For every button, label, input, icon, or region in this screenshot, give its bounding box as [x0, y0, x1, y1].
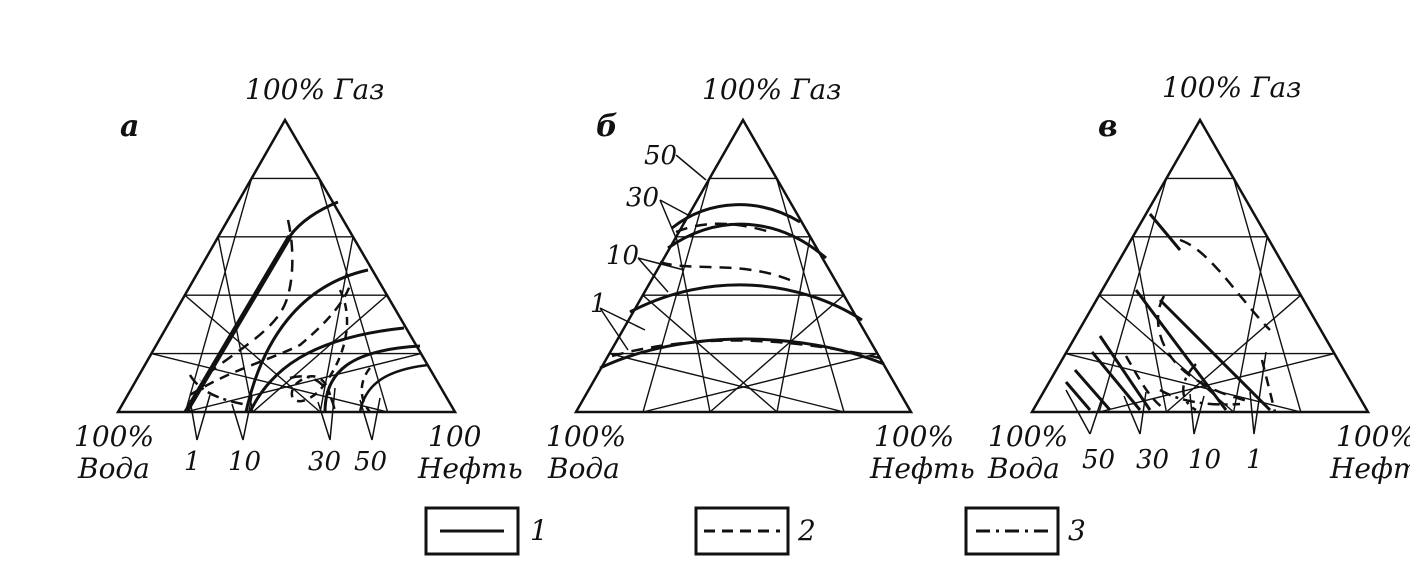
curve-dashed-a4	[360, 367, 371, 413]
curve-dashed-c1	[1179, 238, 1271, 331]
curve-label-b-1: 30	[626, 183, 659, 213]
triangle-outline	[573, 117, 914, 414]
grid-line-diagonal	[1232, 236, 1268, 413]
triangle-grid-b	[573, 117, 914, 414]
curve-solid-a2	[244, 268, 369, 413]
apex-label-c: 100% Газ	[1162, 71, 1301, 104]
curve-label-b-2: 10	[606, 241, 639, 271]
curve-dashdot-c2	[1159, 388, 1241, 406]
curve-solid-thick-a	[183, 234, 293, 414]
grid-line-diagonal	[318, 178, 389, 413]
legend-box-dashdot	[964, 506, 1060, 556]
grid-line-diagonal	[776, 236, 811, 413]
legend-label-dashed: 2	[797, 514, 816, 547]
curves-a	[183, 200, 429, 414]
ternary-diagram-c: в 100% Газ 100% Вода 50 30 10 1 100% Неф…	[987, 71, 1410, 485]
right-label-bottom-c: Нефть	[1329, 452, 1410, 485]
ternary-diagram-b: б 100% Газ 50 30 10 1 100% Вода 100% Неф…	[546, 73, 975, 485]
grid-line-diagonal	[1232, 178, 1302, 413]
curve-dashed-c2	[1156, 295, 1251, 404]
panel-letter-c: в	[1098, 109, 1118, 144]
legend-item-dashed: 2	[694, 506, 816, 556]
right-label-bottom-b: Нефть	[869, 452, 975, 485]
curve-dashdot-c1	[1182, 363, 1197, 412]
curve-label-a-2: 30	[308, 447, 341, 477]
ternary-diagram-a: а 100% Газ 100% Вода 100 Нефть 1 10 30 5…	[74, 73, 523, 485]
panel-letter-a: а	[120, 109, 139, 144]
curve-dashdot-a1	[188, 374, 249, 407]
curve-solid-c3	[1064, 369, 1112, 411]
curve-solid-c4	[1158, 298, 1272, 412]
triangle-outline	[115, 117, 458, 414]
leaders-b	[599, 154, 707, 351]
left-label-top-b: 100%	[546, 420, 626, 453]
curve-solid-b-30	[667, 222, 827, 260]
curve-solid-a3	[248, 326, 405, 413]
leaders-c	[1065, 351, 1267, 435]
curve-label-a-1: 10	[228, 447, 261, 477]
legend-label-solid: 1	[530, 514, 548, 547]
right-label-bottom-a: Нефть	[417, 452, 523, 485]
left-label-bottom-a: Вода	[77, 452, 150, 485]
curve-label-a-0: 1	[184, 447, 201, 477]
grid-line-diagonal	[184, 178, 253, 413]
curve-solid-b-50	[671, 203, 801, 230]
left-label-bottom-c: Вода	[987, 452, 1060, 485]
legend-item-dashdot: 3	[964, 506, 1086, 556]
curve-dashed-b-30	[675, 222, 771, 234]
left-label-top-c: 100%	[988, 420, 1068, 453]
triangle-grid-a	[115, 117, 458, 414]
right-label-top-b: 100%	[874, 420, 954, 453]
curve-dashed-a1	[199, 219, 294, 381]
curve-dashed-c3	[1124, 355, 1167, 412]
left-label-bottom-b: Вода	[547, 452, 620, 485]
curve-solid-b-1	[599, 337, 885, 370]
curve-label-a-3: 50	[354, 447, 387, 477]
curve-label-c-3: 1	[1246, 445, 1263, 475]
curve-label-c-0: 50	[1082, 445, 1115, 475]
curve-dashed-b-10	[659, 260, 791, 282]
curves-c	[1064, 213, 1277, 413]
left-label-top-a: 100%	[74, 420, 154, 453]
curve-solid-c2	[1090, 335, 1152, 411]
apex-label-b: 100% Газ	[702, 73, 841, 106]
grid-line-diagonal	[642, 178, 711, 413]
curve-label-c-1: 30	[1136, 445, 1169, 475]
curve-label-b-3: 1	[590, 289, 607, 319]
curves-b	[599, 203, 885, 370]
legend-box-solid	[424, 506, 520, 556]
legend-item-solid: 1	[424, 506, 548, 556]
legend-box-dashed	[694, 506, 790, 556]
curve-solid-a1	[288, 200, 339, 237]
curve-dashed-a2	[189, 284, 352, 397]
curve-solid-c1	[1134, 213, 1228, 411]
apex-label-a: 100% Газ	[245, 73, 384, 106]
grid-line-diagonal	[1099, 352, 1335, 413]
triangle-grid-c	[1029, 117, 1371, 414]
legend-label-dashdot: 3	[1068, 514, 1086, 547]
leaders-a	[189, 387, 381, 441]
grid-line-diagonal	[675, 236, 711, 413]
grid-line-diagonal	[642, 352, 878, 413]
curve-solid-a5	[358, 363, 429, 413]
legend: 1 2 3	[424, 506, 1086, 556]
curve-solid-b-10	[629, 283, 863, 322]
curve-dashed-b-1	[611, 339, 881, 360]
grid-line-diagonal	[185, 352, 422, 413]
right-label-top-a: 100	[428, 420, 481, 453]
right-label-top-c: 100%	[1336, 420, 1410, 453]
curve-dashed-a3	[290, 289, 349, 403]
grid-line-diagonal	[609, 352, 845, 413]
grid-line-diagonal	[1132, 236, 1168, 413]
curve-solid-a4	[323, 344, 421, 413]
curve-label-b-0: 50	[644, 141, 677, 171]
panel-letter-b: б	[596, 109, 618, 144]
triangle-outline	[1029, 117, 1371, 414]
curve-label-c-2: 10	[1188, 445, 1221, 475]
